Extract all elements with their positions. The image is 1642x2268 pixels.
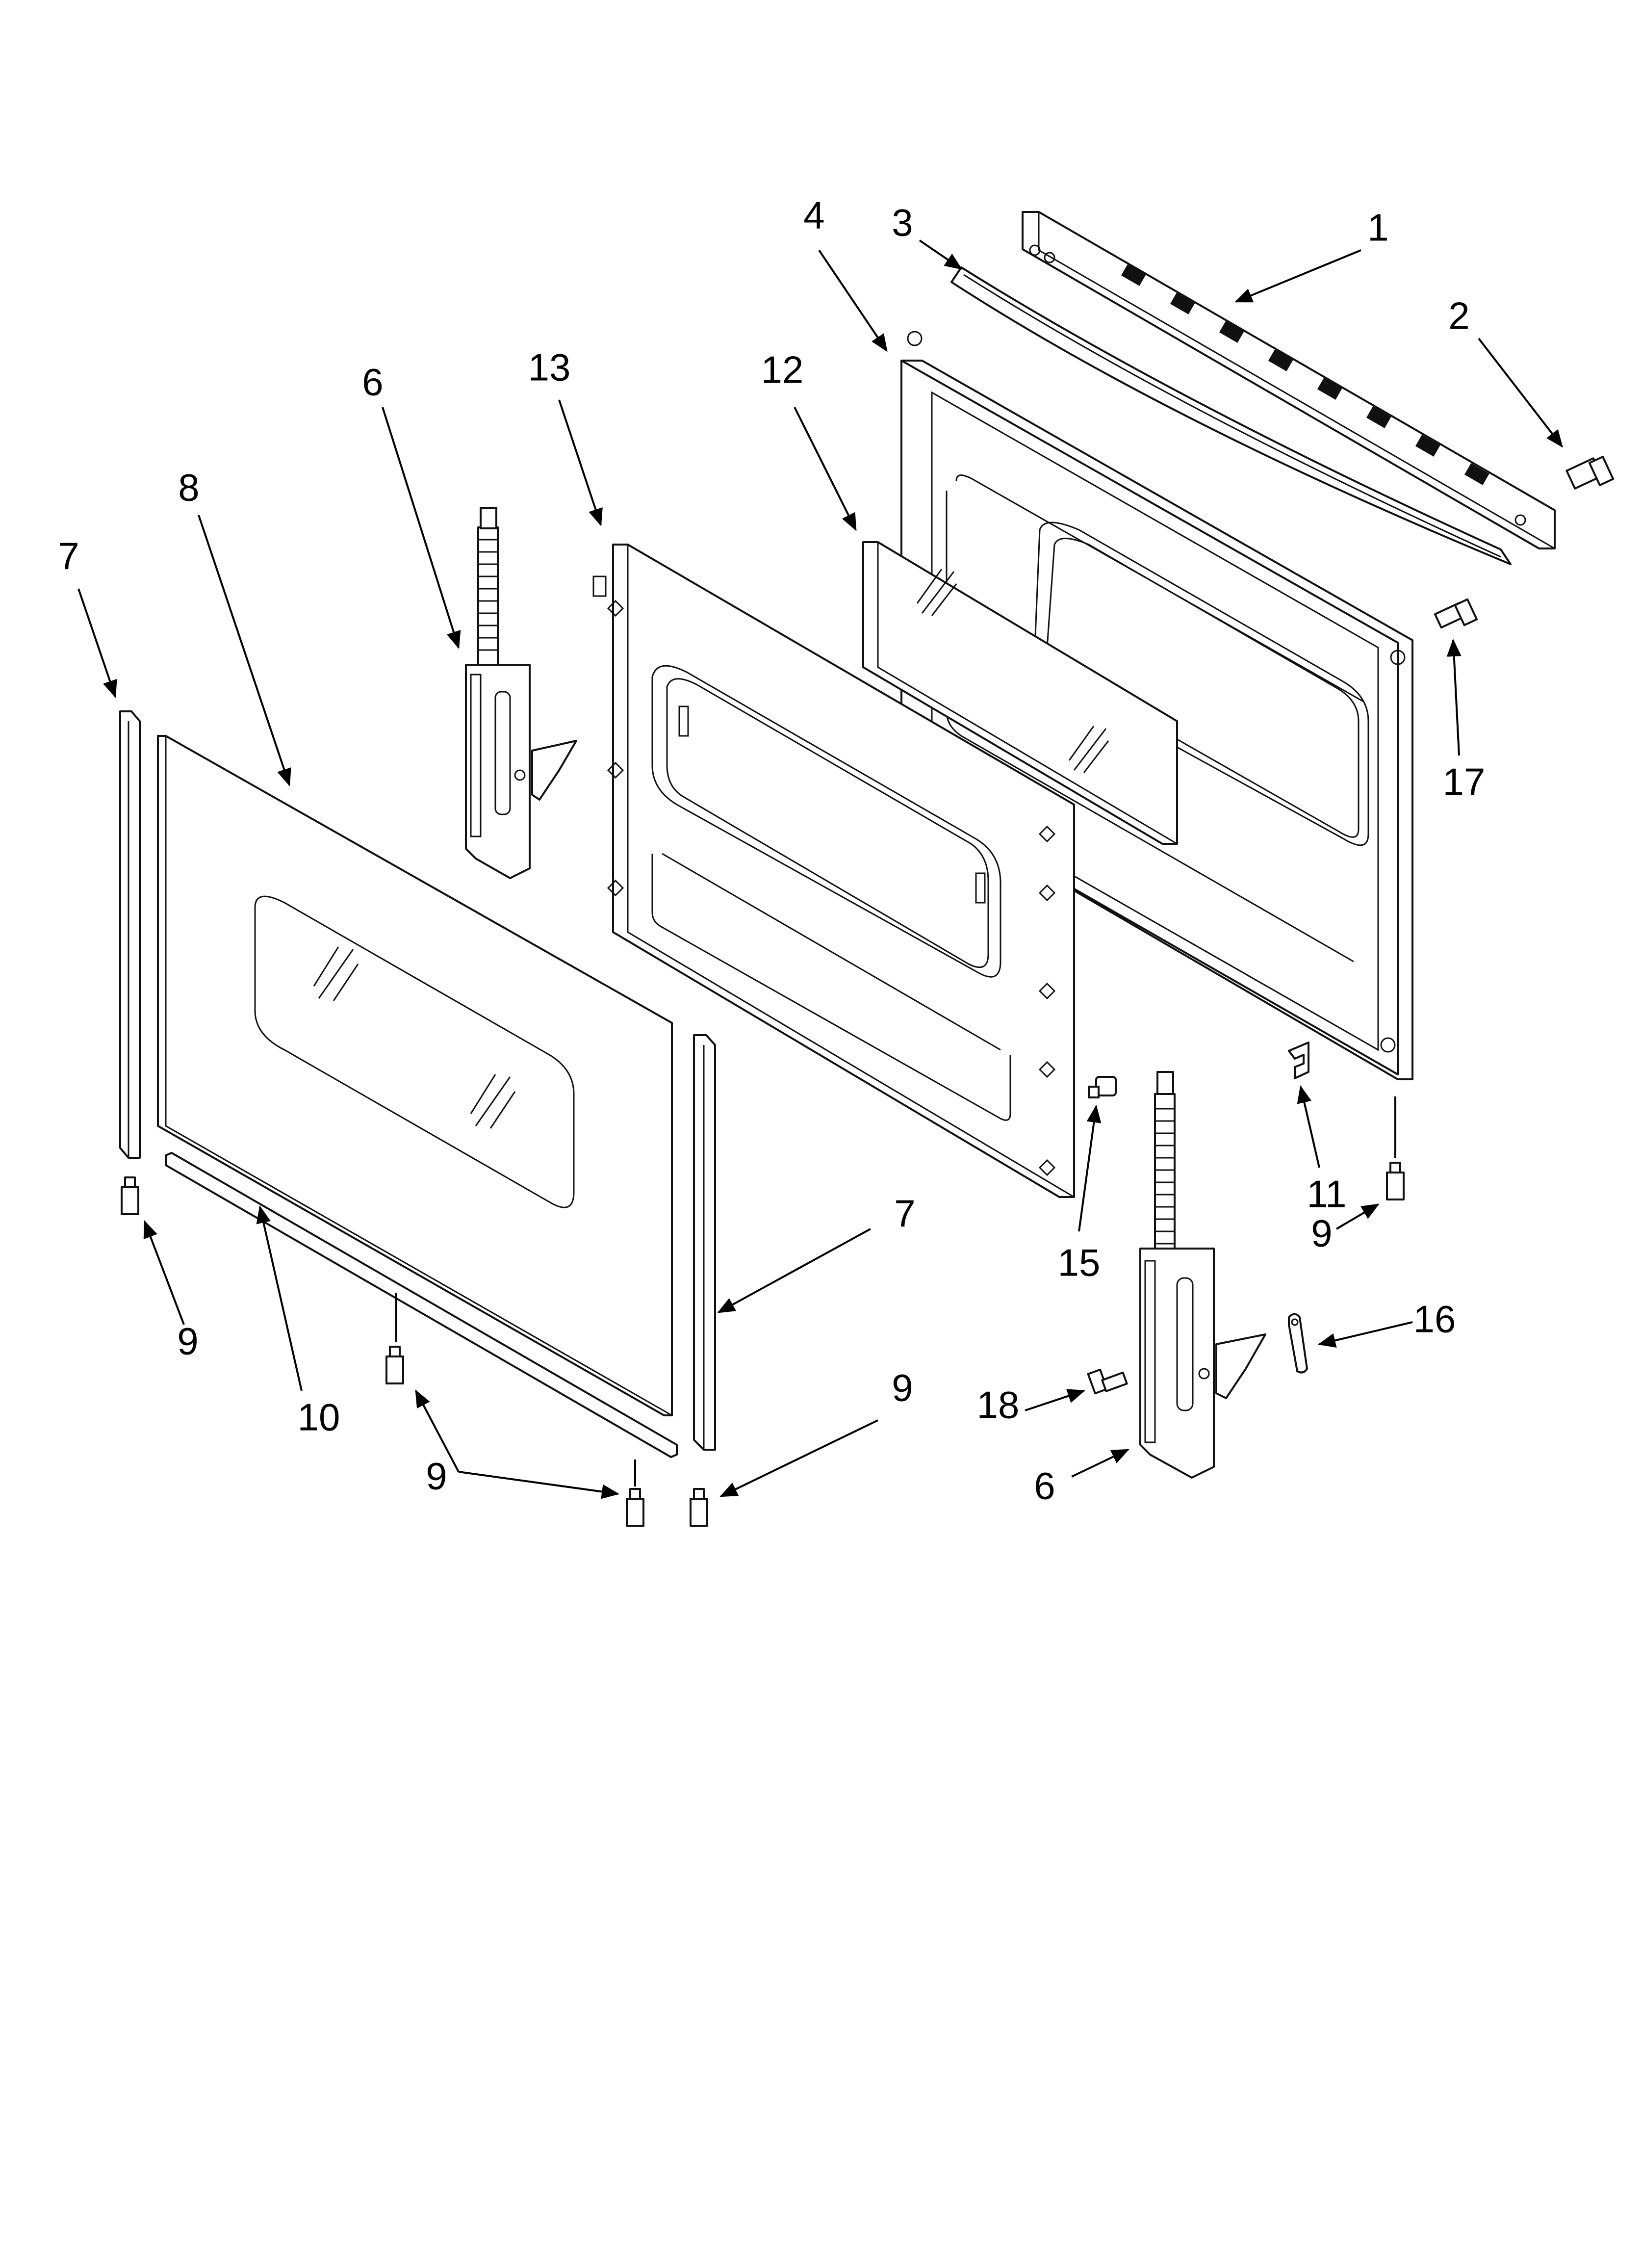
leader-lines: [77, 239, 1563, 1499]
leader-13: [558, 399, 603, 526]
callout-9b: 9: [177, 1320, 198, 1363]
leader-11: [1297, 1085, 1320, 1168]
leader-7a: [77, 588, 117, 698]
leader-16: [1318, 1321, 1413, 1348]
leader-9b: [143, 1220, 185, 1325]
leader-10: [256, 1205, 303, 1391]
screw-part-9-e: [1386, 1162, 1405, 1200]
door-handle-part-3: [950, 266, 1512, 565]
bottom-trim-part-10: [165, 1152, 678, 1458]
leader-8: [198, 515, 291, 786]
callout-4: 4: [803, 194, 824, 237]
callout-9a: 9: [1311, 1212, 1332, 1255]
callout-7b: 7: [894, 1192, 915, 1235]
hinge-part-6-upper: [465, 507, 577, 879]
callout-6a: 6: [362, 361, 383, 404]
bumper-part-15: [1088, 1076, 1117, 1098]
callout-8: 8: [178, 466, 199, 509]
outer-glass-part-8: [157, 735, 673, 1416]
leader-3: [919, 239, 963, 270]
leader-9d1: [458, 1471, 619, 1499]
vent-trim-part-1: [1022, 211, 1556, 549]
callout-2: 2: [1448, 294, 1469, 338]
leader-6b: [1071, 1449, 1129, 1478]
callout-13: 13: [528, 346, 571, 389]
leader-1: [1234, 249, 1361, 303]
screw-part-9-a: [121, 1176, 139, 1215]
callout-15: 15: [1058, 1241, 1101, 1284]
callout-10: 10: [298, 1396, 340, 1439]
side-trim-part-7-left: [119, 710, 141, 1159]
screw-part-9-d: [690, 1488, 708, 1527]
leader-2: [1478, 338, 1563, 448]
leader-9d2: [719, 1419, 878, 1497]
leader-6a: [382, 407, 461, 649]
leader-9a: [1335, 1203, 1380, 1230]
leader-17: [1446, 639, 1462, 756]
screw-part-18: [1087, 1368, 1128, 1395]
screw-part-9-b: [385, 1346, 404, 1384]
callout-18: 18: [977, 1383, 1020, 1427]
callout-9d: 9: [426, 1455, 447, 1498]
hinge-part-6-lower: [1139, 1071, 1266, 1479]
leader-9c: [415, 1389, 460, 1472]
leader-15: [1078, 1105, 1102, 1232]
callout-1: 1: [1367, 206, 1388, 249]
screw-part-17: [1434, 598, 1478, 629]
callout-labels: 1 2 3 4 6 13 12 8 7 17 11 9 15 7 9 10 9 …: [58, 194, 1485, 1508]
leader-4: [818, 249, 888, 352]
callout-7a: 7: [58, 535, 79, 578]
callout-3: 3: [892, 201, 913, 244]
screw-part-9-c: [626, 1488, 644, 1527]
screw-part-2: [1565, 456, 1615, 490]
leader-12: [794, 407, 857, 531]
plate-part-16: [1288, 1313, 1308, 1374]
callout-9c: 9: [892, 1366, 913, 1409]
inner-glass-part-12: [862, 541, 1178, 845]
callout-12: 12: [761, 348, 804, 391]
leader-18: [1025, 1389, 1085, 1411]
clip-part-11: [1288, 1042, 1309, 1079]
leader-7b: [717, 1228, 871, 1313]
side-trim-part-7-right: [693, 1034, 716, 1451]
door-liner-part-13: [592, 544, 1075, 1198]
callout-17: 17: [1443, 760, 1486, 804]
callout-6b: 6: [1034, 1464, 1055, 1508]
callout-11: 11: [1307, 1173, 1347, 1216]
callout-16: 16: [1413, 1298, 1456, 1341]
